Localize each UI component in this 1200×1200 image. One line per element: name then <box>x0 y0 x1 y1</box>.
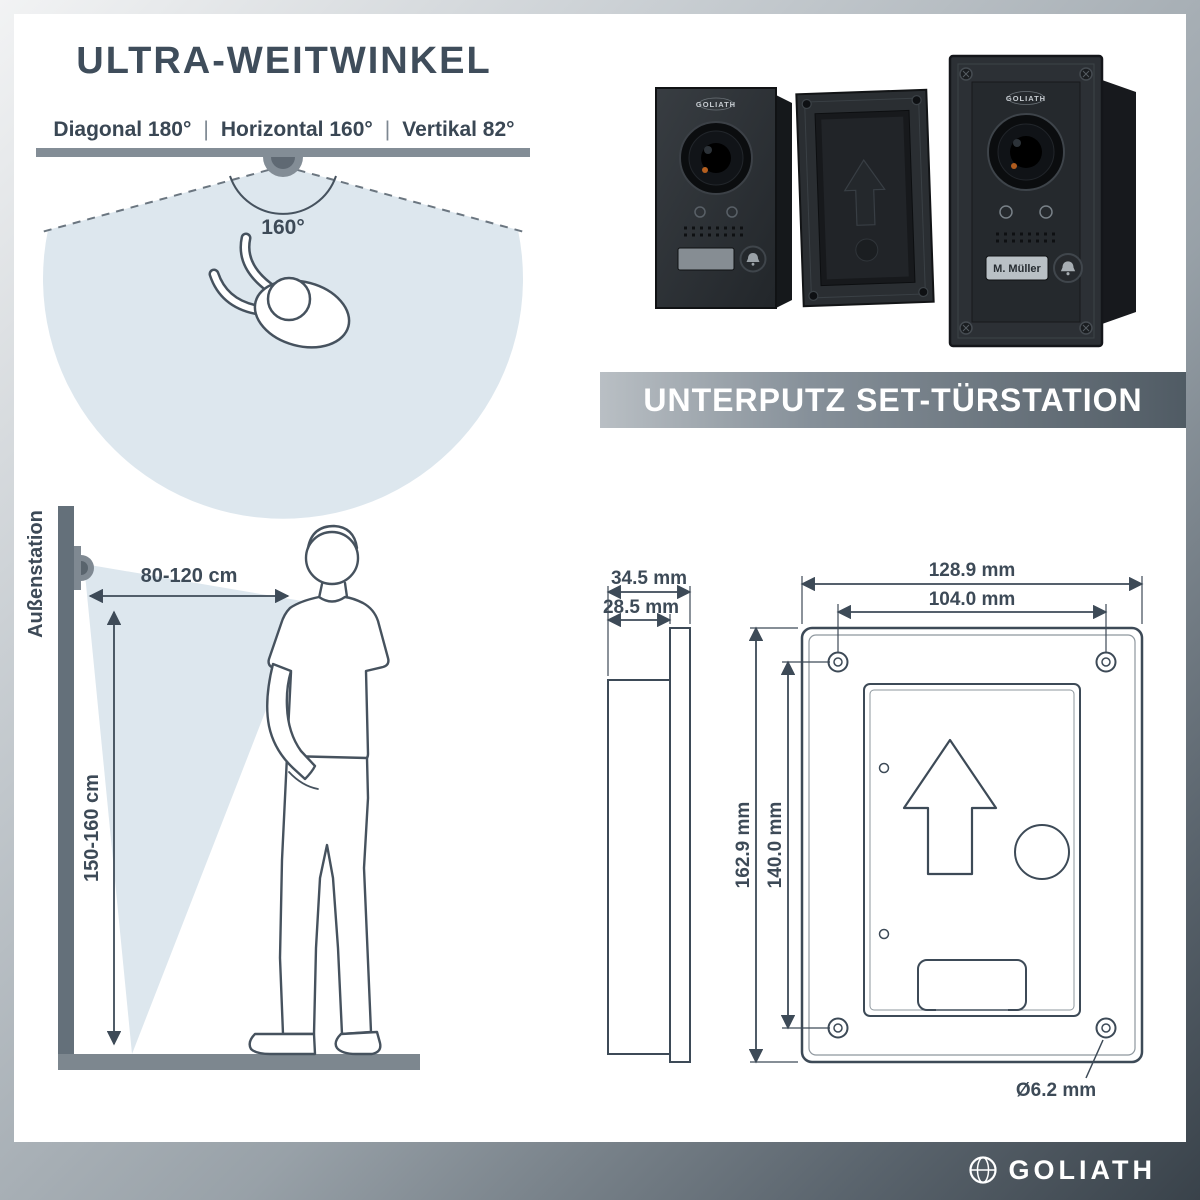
fov-angle-arc <box>229 175 337 215</box>
svg-text:M. Müller: M. Müller <box>993 263 1041 275</box>
corner-screw-hole <box>827 651 1117 1039</box>
height-label: 150-160 cm <box>81 774 103 882</box>
floor <box>58 1054 420 1070</box>
bell-button-icon <box>1053 253 1083 283</box>
standing-person <box>248 524 390 1056</box>
height-outer-dimension: 162.9 mm <box>733 626 798 1064</box>
dim-width-screws: 104.0 mm <box>929 589 1016 610</box>
distance-dimension: 80-120 cm <box>88 565 290 604</box>
nameplate: M. Müller <box>985 255 1049 281</box>
mounting-diagram: 80-120 cm 150-160 cm Außenstation <box>25 506 420 1070</box>
dim-height-screws: 140.0 mm <box>765 802 786 889</box>
dim-height-outer: 162.9 mm <box>733 802 754 889</box>
dim-depth-box: 28.5 mm <box>603 597 679 618</box>
nameplate-slot <box>677 247 735 271</box>
flush-mount-box <box>795 88 935 308</box>
height-dimension: 150-160 cm <box>81 610 122 1046</box>
dimension-drawing: 34.5 mm 28.5 mm <box>603 560 1144 1101</box>
status-icons <box>694 206 738 218</box>
direction-arrow-icon <box>902 738 998 876</box>
spec-separator: | <box>203 118 209 141</box>
embossed-arrow-icon <box>843 158 886 226</box>
brand-logo: GOLIATH <box>967 1154 1156 1186</box>
svg-text:GOLIATH: GOLIATH <box>696 100 736 109</box>
person-top-view <box>208 232 351 349</box>
depth-box-dimension: 28.5 mm <box>603 597 679 628</box>
camera-lens-icon <box>987 113 1065 191</box>
product-photo: GOLIATH <box>655 54 1136 348</box>
dim-hole-diameter: Ø6.2 mm <box>1016 1080 1096 1101</box>
outdoor-station-icon <box>74 546 94 590</box>
spec-diagonal: Diagonal 180° <box>53 118 192 141</box>
door-station-module: GOLIATH <box>655 87 792 309</box>
flange-screw-holes <box>801 95 929 301</box>
rear-box <box>1102 80 1136 324</box>
module-logo: GOLIATH <box>1006 91 1046 105</box>
camera-lens-icon <box>263 157 303 177</box>
product-banner: UNTERPUTZ SET-TÜRSTATION <box>600 372 1186 428</box>
width-outer-dimension: 128.9 mm <box>800 560 1144 624</box>
globe-icon <box>968 1156 997 1184</box>
corner-screw-slots <box>962 70 1090 332</box>
module-logo: GOLIATH <box>696 97 736 111</box>
fov-boundary-lines <box>37 165 529 234</box>
dim-depth-total: 34.5 mm <box>611 568 687 589</box>
wall <box>58 506 74 1066</box>
hole-diameter-dimension: Ø6.2 mm <box>1016 1039 1104 1101</box>
fov-diagram: 160° <box>36 148 530 519</box>
speaker-grille <box>996 232 1056 243</box>
front-view <box>800 626 1144 1064</box>
side-profile-view <box>607 627 691 1063</box>
knockout-hole <box>855 238 879 262</box>
svg-text:GOLIATH: GOLIATH <box>1006 94 1046 103</box>
spec-separator: | <box>384 118 391 141</box>
view-cone <box>84 564 308 1054</box>
camera-lens-icon <box>679 121 753 195</box>
knockout-circle <box>1014 824 1070 880</box>
framed-door-station: GOLIATH M. Müller <box>948 54 1136 348</box>
fov-angle-label: 160° <box>261 216 304 239</box>
spec-horizontal: Horizontal 160° <box>220 118 373 141</box>
bell-button-icon <box>739 245 767 273</box>
flange-profile <box>669 627 691 1063</box>
brand-logo-text: GOLIATH <box>1008 1154 1156 1185</box>
height-screws-dimension: 140.0 mm <box>765 660 830 1030</box>
dim-width-outer: 128.9 mm <box>929 560 1016 581</box>
width-screws-dimension: 104.0 mm <box>836 589 1108 652</box>
module-side <box>776 95 792 308</box>
wide-angle-specs: Diagonal 180° | Horizontal 160° | Vertik… <box>18 118 550 142</box>
distance-label: 80-120 cm <box>141 565 238 587</box>
mounting-bar <box>36 148 530 157</box>
station-label: Außenstation <box>25 510 47 638</box>
cable-tab <box>917 959 1027 1011</box>
box-profile <box>607 679 671 1055</box>
spec-vertical: Vertikal 82° <box>402 118 515 141</box>
status-icons <box>999 205 1053 219</box>
wide-angle-title: ULTRA-WEITWINKEL <box>76 40 492 82</box>
depth-total-dimension: 34.5 mm <box>606 568 692 676</box>
speaker-grille <box>684 226 748 237</box>
